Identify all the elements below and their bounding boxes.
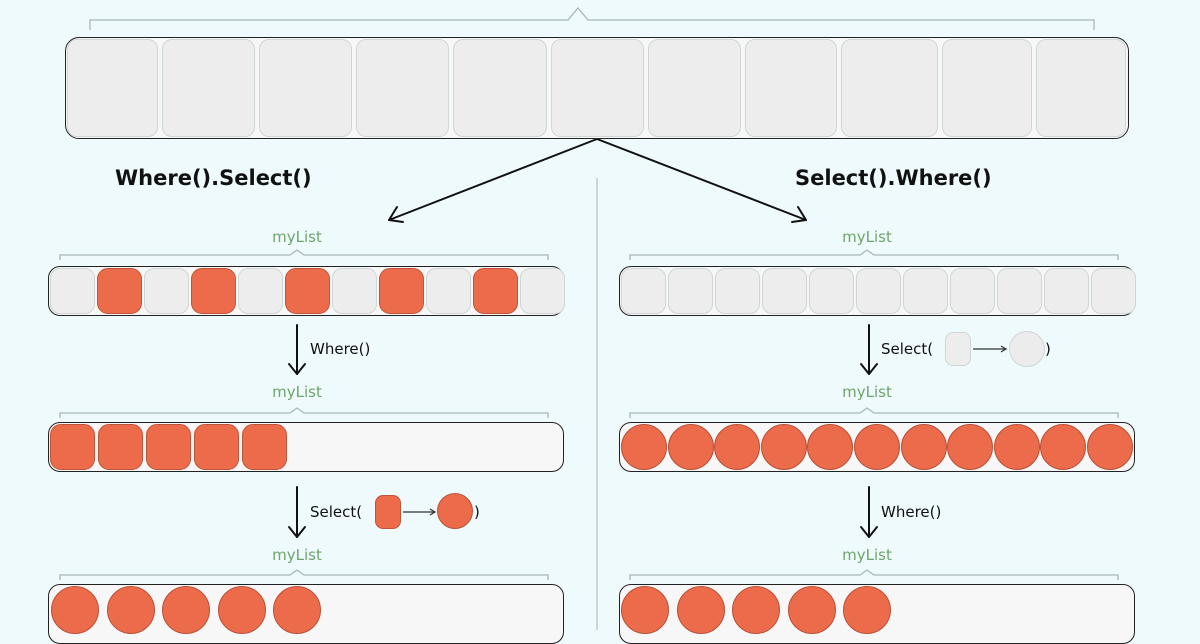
filtered-element bbox=[843, 586, 891, 634]
source-element bbox=[162, 39, 255, 137]
matching-element bbox=[191, 268, 236, 314]
source-element bbox=[259, 39, 352, 137]
down-arrow-icon bbox=[860, 526, 878, 538]
right-list-label-1: myList bbox=[842, 228, 892, 246]
right-brace-3 bbox=[629, 569, 1119, 580]
matching-element bbox=[473, 268, 518, 314]
source-element bbox=[551, 39, 644, 137]
projected-element bbox=[273, 586, 321, 634]
select-prefix: Select( bbox=[881, 340, 934, 358]
right-brace-1 bbox=[629, 249, 1119, 260]
projected-element bbox=[714, 424, 761, 470]
select-output-circle-icon bbox=[1009, 331, 1045, 367]
source-element bbox=[648, 39, 741, 137]
top-brace bbox=[89, 6, 1095, 30]
filtered-element bbox=[621, 586, 669, 634]
element bbox=[621, 268, 666, 314]
source-element bbox=[841, 39, 938, 137]
projected-element bbox=[1087, 424, 1133, 470]
select-input-square-icon bbox=[375, 495, 401, 529]
filtered-element bbox=[242, 424, 287, 470]
right-op-where: Where() bbox=[881, 503, 942, 521]
matching-element bbox=[379, 268, 424, 314]
source-element bbox=[356, 39, 449, 137]
element bbox=[903, 268, 948, 314]
select-output-circle-icon bbox=[437, 493, 473, 529]
left-brace-1 bbox=[59, 249, 549, 260]
left-list-label-2: myList bbox=[272, 383, 322, 401]
right-title: Select().Where() bbox=[795, 166, 992, 190]
element bbox=[1044, 268, 1089, 314]
element bbox=[332, 268, 377, 314]
filtered-element bbox=[146, 424, 191, 470]
source-element bbox=[745, 39, 837, 137]
select-prefix: Select( bbox=[310, 503, 363, 521]
filtered-element bbox=[787, 586, 836, 634]
source-element bbox=[1036, 39, 1126, 137]
left-title: Where().Select() bbox=[115, 166, 312, 190]
right-branch-arrow-head bbox=[791, 206, 807, 223]
right-brace-2 bbox=[629, 407, 1119, 418]
source-element bbox=[453, 39, 547, 137]
right-list-label-3: myList bbox=[842, 546, 892, 564]
element bbox=[238, 268, 283, 314]
select-suffix: ) bbox=[1045, 340, 1051, 358]
element bbox=[1091, 268, 1136, 314]
projected-element bbox=[667, 424, 714, 470]
right-op-select: Select( bbox=[881, 340, 933, 358]
left-brace-3 bbox=[59, 569, 549, 580]
matching-element bbox=[97, 268, 142, 314]
diagram-lines bbox=[59, 6, 1119, 630]
element bbox=[426, 268, 471, 314]
left-op-where: Where() bbox=[310, 340, 371, 358]
source-element bbox=[942, 39, 1032, 137]
projected-element bbox=[900, 424, 947, 470]
left-op-select: Select( bbox=[310, 503, 362, 521]
left-branch-arrow-head bbox=[388, 206, 404, 223]
projected-element bbox=[162, 586, 210, 634]
left-list-label-3: myList bbox=[272, 546, 322, 564]
element bbox=[809, 268, 854, 314]
projected-element bbox=[760, 424, 807, 470]
filtered-element bbox=[98, 424, 143, 470]
down-arrow-icon bbox=[288, 363, 306, 375]
element bbox=[50, 268, 95, 314]
select-input-square-icon bbox=[945, 332, 971, 366]
element bbox=[950, 268, 995, 314]
right-branch-arrow-line bbox=[596, 138, 807, 221]
projected-element bbox=[621, 424, 667, 470]
element bbox=[668, 268, 713, 314]
down-arrow-icon bbox=[288, 526, 306, 538]
left-list-label-1: myList bbox=[272, 228, 322, 246]
right-arrow-icon bbox=[1000, 345, 1008, 353]
element bbox=[856, 268, 901, 314]
element bbox=[762, 268, 807, 314]
projected-element bbox=[947, 424, 994, 470]
source-element bbox=[67, 39, 158, 137]
left-branch-arrow-line bbox=[388, 138, 598, 221]
filtered-element bbox=[732, 586, 780, 634]
element bbox=[715, 268, 760, 314]
element bbox=[997, 268, 1042, 314]
element bbox=[144, 268, 189, 314]
right-arrow-icon bbox=[429, 508, 437, 516]
left-brace-2 bbox=[59, 407, 549, 418]
select-suffix: ) bbox=[474, 503, 480, 521]
down-arrow-icon bbox=[860, 363, 878, 375]
projected-element bbox=[106, 586, 155, 634]
filtered-element bbox=[676, 586, 725, 634]
right-list-label-2: myList bbox=[842, 383, 892, 401]
projected-element bbox=[217, 586, 266, 634]
projected-element bbox=[807, 424, 854, 470]
projected-element bbox=[993, 424, 1040, 470]
projected-element bbox=[1040, 424, 1087, 470]
projected-element bbox=[854, 424, 900, 470]
filtered-element bbox=[50, 424, 95, 470]
projected-element bbox=[51, 586, 99, 634]
element bbox=[520, 268, 565, 314]
matching-element bbox=[285, 268, 330, 314]
filtered-element bbox=[194, 424, 239, 470]
